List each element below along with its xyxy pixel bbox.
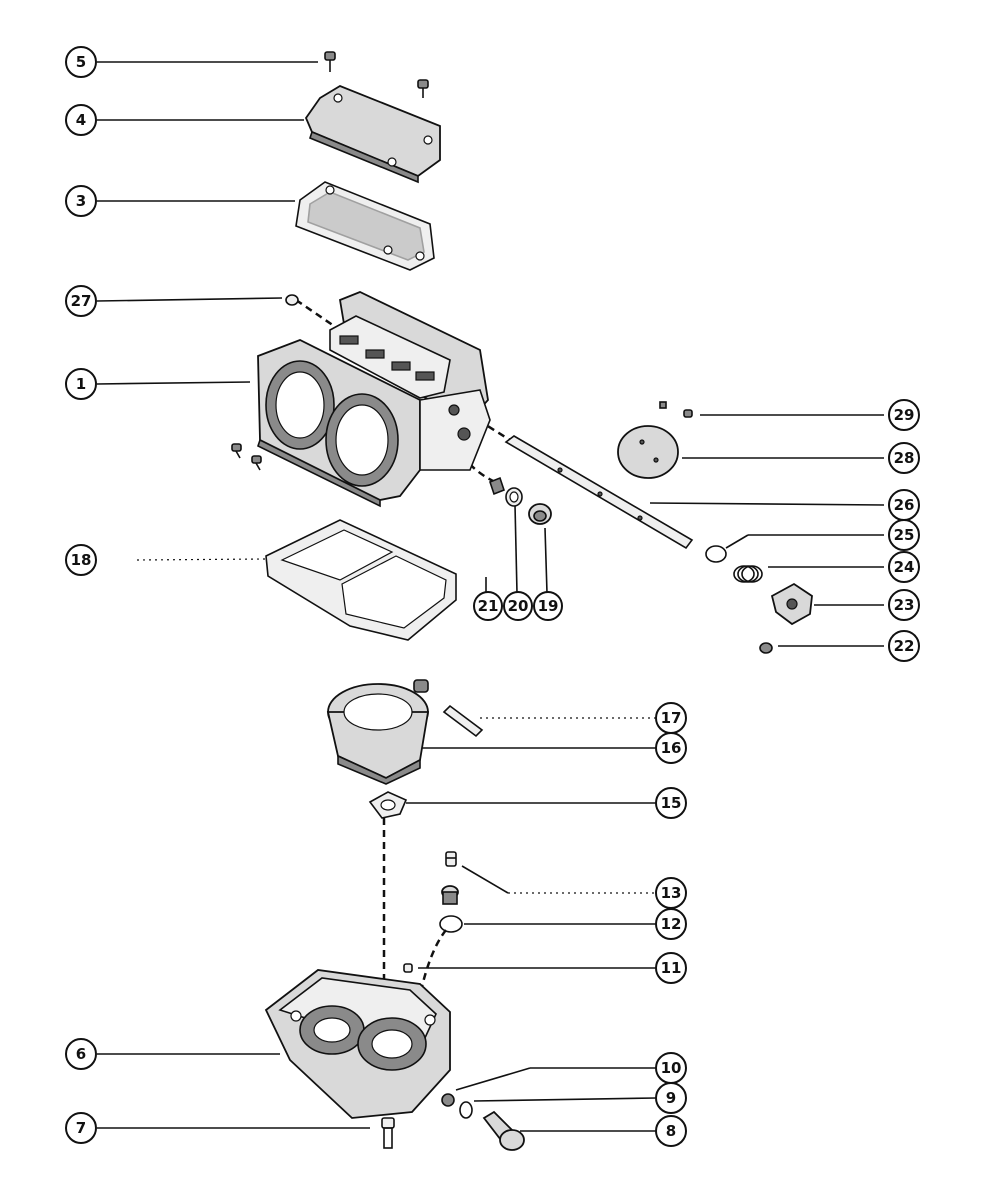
callout-15-label: 15 (661, 794, 682, 812)
callout-13-label: 13 (661, 884, 682, 902)
leader-1 (96, 381, 251, 385)
part-13-screw (445, 851, 457, 867)
callout-20: 20 (503, 591, 533, 621)
leader-9 (473, 1097, 657, 1102)
callout-17-label: 17 (661, 709, 682, 727)
part-17-pin (442, 704, 484, 738)
part-27-clip (285, 294, 299, 306)
callout-9-label: 9 (666, 1089, 676, 1107)
callout-4: 4 (65, 104, 97, 136)
leader-13a (461, 865, 509, 894)
part-8-jet-plug (482, 1110, 525, 1151)
part-25-clip (705, 545, 727, 563)
part-4-cover-plate (304, 84, 441, 184)
part-12-o-ring (439, 915, 463, 933)
part-19-plug (528, 503, 552, 525)
leader-27 (96, 297, 283, 302)
callout-24: 24 (888, 551, 920, 583)
part-1-carburetor-body (257, 291, 491, 508)
callout-10-label: 10 (661, 1059, 682, 1077)
part-20-washer (505, 487, 523, 507)
callout-21-label: 21 (478, 597, 499, 615)
callout-28: 28 (888, 442, 920, 474)
callout-16: 16 (655, 732, 687, 764)
callout-15: 15 (655, 787, 687, 819)
callout-7: 7 (65, 1112, 97, 1144)
callout-1: 1 (65, 368, 97, 400)
leader-18 (136, 558, 267, 561)
part-5-screw-2 (417, 79, 429, 98)
callout-1-label: 1 (76, 375, 86, 393)
callout-19: 19 (533, 591, 563, 621)
callout-24-label: 24 (894, 558, 915, 576)
dash-12-6 (418, 929, 447, 996)
callout-27-label: 27 (71, 292, 92, 310)
callout-18: 18 (65, 544, 97, 576)
callout-26-label: 26 (894, 496, 915, 514)
callout-10: 10 (655, 1052, 687, 1084)
body-screws (231, 443, 262, 471)
callout-3-label: 3 (76, 192, 86, 210)
part-21-fitting (489, 476, 505, 496)
leader-lines (96, 61, 885, 1132)
callout-23: 23 (888, 589, 920, 621)
leader-20 (514, 504, 518, 594)
callout-28-label: 28 (894, 449, 915, 467)
part-29-screws (659, 401, 693, 418)
leader-10 (455, 1067, 531, 1091)
callout-4-label: 4 (76, 111, 86, 129)
callout-29-label: 29 (894, 406, 915, 424)
part-15-gasket (368, 791, 408, 819)
part-18-base-gasket (265, 519, 457, 641)
leader-25 (725, 534, 749, 549)
part-22-screw (759, 642, 773, 654)
callout-3: 3 (65, 185, 97, 217)
callout-23-label: 23 (894, 596, 915, 614)
callout-18-label: 18 (71, 551, 92, 569)
callout-26: 26 (888, 489, 920, 521)
callout-11-label: 11 (661, 959, 682, 977)
callout-20-label: 20 (508, 597, 529, 615)
leader-26 (649, 502, 885, 506)
part-11-screw (403, 963, 413, 973)
part-16-adaptor (326, 679, 430, 785)
callout-11: 11 (655, 952, 687, 984)
callout-27: 27 (65, 285, 97, 317)
part-28-throttle-plate (617, 425, 679, 479)
callout-5: 5 (65, 46, 97, 78)
part-7-screw (381, 1117, 395, 1149)
dash-27 (295, 298, 341, 332)
callout-8: 8 (655, 1115, 687, 1147)
part-10-fitting (441, 1093, 455, 1107)
callout-9: 9 (655, 1082, 687, 1114)
callout-5-label: 5 (76, 53, 86, 71)
part-13-plug (441, 885, 459, 905)
callout-7-label: 7 (76, 1119, 86, 1137)
callout-19-label: 19 (538, 597, 559, 615)
callout-22: 22 (888, 630, 920, 662)
callout-22-label: 22 (894, 637, 915, 655)
callout-12-label: 12 (661, 915, 682, 933)
callout-17: 17 (655, 702, 687, 734)
callout-21: 21 (473, 591, 503, 621)
part-24-spring (733, 565, 763, 583)
part-23-throttle-lever (770, 582, 813, 626)
callout-16-label: 16 (661, 739, 682, 757)
callout-25: 25 (888, 519, 920, 551)
part-5-screw (324, 51, 336, 72)
callout-8-label: 8 (666, 1122, 676, 1140)
callout-25-label: 25 (894, 526, 915, 544)
part-6-float-bowl (264, 969, 451, 1119)
part-26-throttle-shaft (504, 435, 694, 550)
part-3-gasket (295, 181, 435, 271)
callout-6-label: 6 (76, 1045, 86, 1063)
leader-19 (544, 527, 548, 594)
callouts: 5 4 3 27 1 18 29 28 26 25 24 (65, 46, 920, 1147)
callout-13: 13 (655, 877, 687, 909)
callout-29: 29 (888, 399, 920, 431)
callout-6: 6 (65, 1038, 97, 1070)
part-9-washer (459, 1101, 473, 1119)
callout-12: 12 (655, 908, 687, 940)
